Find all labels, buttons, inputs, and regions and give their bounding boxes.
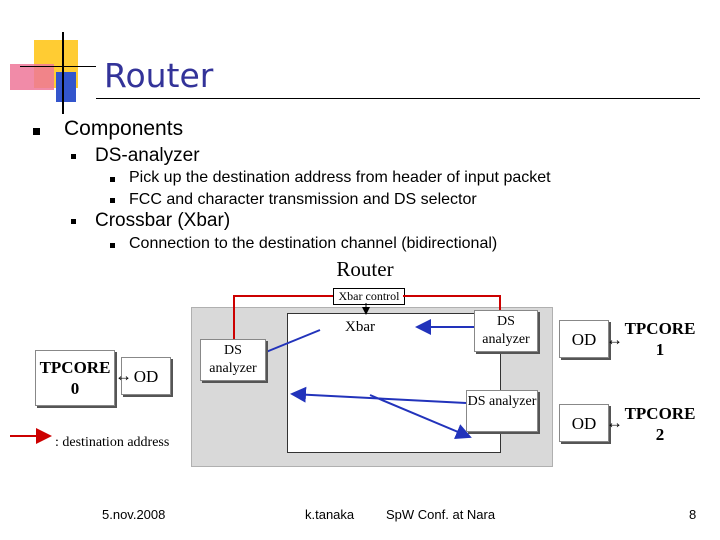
blue-arrow-left: [265, 329, 321, 353]
footer-page-number: 8: [689, 507, 697, 522]
legend-destination-address: : destination address: [55, 435, 170, 450]
bullet-xbar-item-1: [110, 243, 115, 248]
deco-horizontal-line: [20, 66, 96, 67]
od-left: OD: [121, 357, 171, 395]
footer-conference: SpW Conf. at Nara: [386, 507, 496, 522]
bullet-xbar: [71, 219, 76, 224]
red-control-line-right: [403, 295, 501, 310]
ds-analyzer-lower-right: DS analyzer: [466, 390, 538, 432]
outline-components: Components: [64, 117, 184, 140]
deco-pink-square: [10, 64, 54, 90]
footer-date: 5.nov.2008: [102, 507, 166, 522]
ds-analyzer-upper-right: DS analyzer: [474, 310, 538, 352]
deco-blue-square: [56, 72, 76, 102]
double-arrow-od-tpcore2: ↔: [606, 413, 623, 432]
bullet-ds-item-1: [110, 177, 115, 182]
title-rule: [96, 98, 700, 99]
outline-ds-item-2: FCC and character transmission and DS se…: [129, 191, 477, 208]
bullet-ds-item-2: [110, 198, 115, 203]
double-arrow-tpcore0-od: ↔: [115, 366, 132, 385]
ds-analyzer-left: DS analyzer: [200, 339, 266, 381]
red-control-line-left: [233, 295, 333, 340]
diagram-title: Router: [336, 257, 394, 281]
footer-author: k.tanaka: [305, 507, 355, 522]
bullet-l1: [33, 128, 40, 135]
tpcore1-label: TPCORE 1: [624, 319, 696, 359]
bullet-ds: [71, 154, 76, 159]
od-upper-right: OD: [559, 320, 609, 358]
tpcore0-box: TPCORE 0: [35, 350, 115, 406]
tpcore2-label: TPCORE 2: [624, 404, 696, 444]
xbar-label: Xbar: [345, 319, 375, 335]
outline-xbar-item-1: Connection to the destination channel (b…: [129, 235, 498, 252]
double-arrow-od-tpcore1: ↔: [606, 330, 623, 349]
od-lower-right: OD: [559, 404, 609, 442]
outline-ds-item-1: Pick up the destination address from hea…: [129, 169, 551, 186]
blue-diagonal: [369, 394, 472, 439]
outline-ds-heading: DS-analyzer: [95, 145, 200, 166]
slide-title: Router: [104, 56, 214, 95]
outline-xbar-heading: Crossbar (Xbar): [95, 210, 231, 231]
xbar-control-box: Xbar control: [333, 288, 405, 305]
deco-vertical-line: [62, 32, 64, 114]
